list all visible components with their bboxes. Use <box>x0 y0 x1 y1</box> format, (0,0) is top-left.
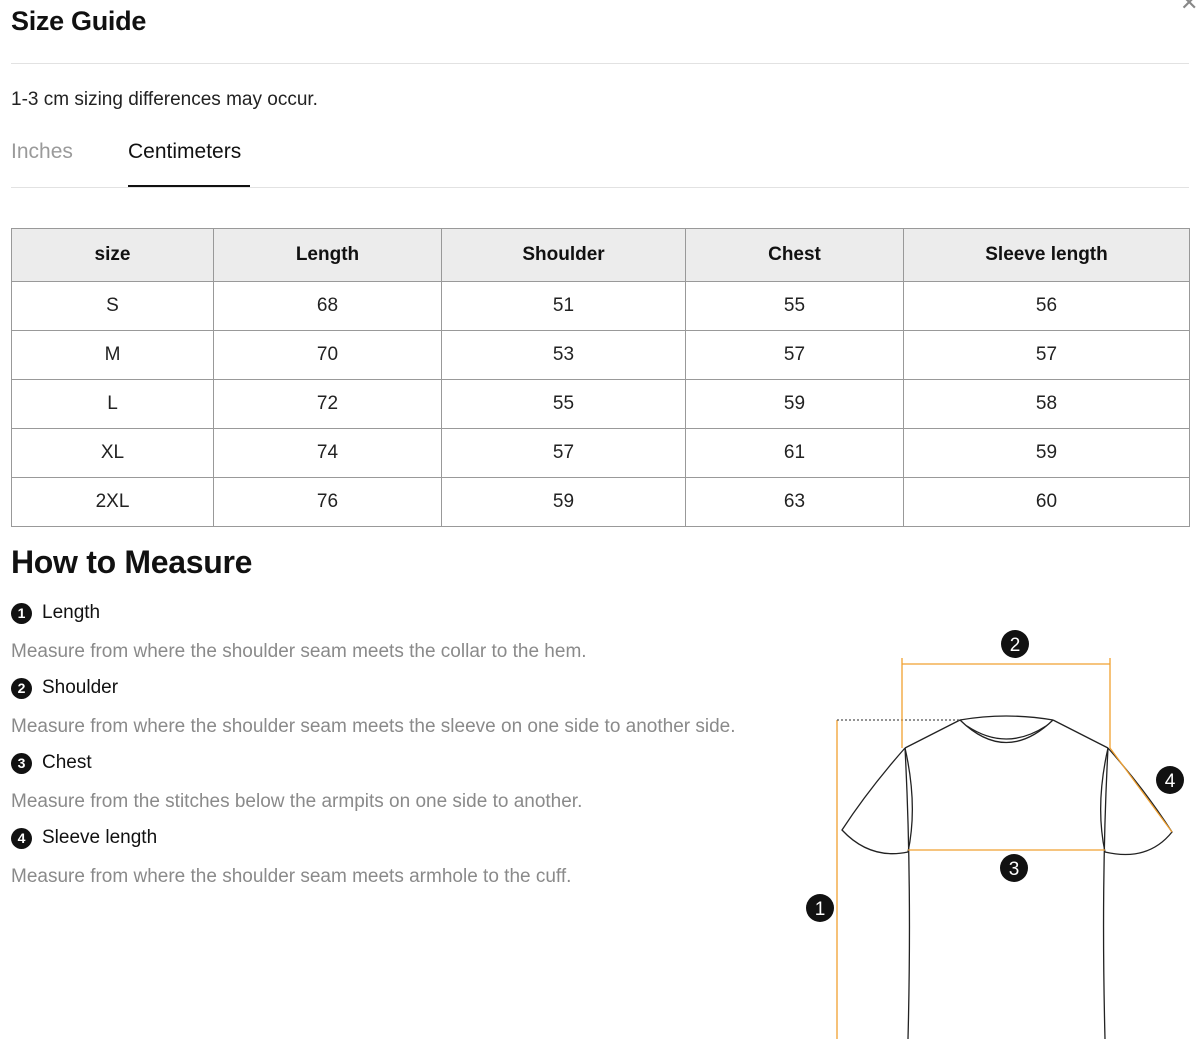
measure-desc: Measure from where the shoulder seam mee… <box>11 716 736 737</box>
header-divider <box>11 63 1189 64</box>
cell-length: 72 <box>213 379 442 429</box>
number-badge: 3 <box>11 752 32 774</box>
tab-centimeters[interactable]: Centimeters <box>128 140 242 163</box>
tabs-divider <box>11 187 1189 188</box>
col-header-sleeve-length: Sleeve length <box>903 228 1190 282</box>
measure-desc: Measure from where the shoulder seam mee… <box>11 641 587 662</box>
cell-sleeve-length: 57 <box>903 330 1190 380</box>
active-tab-indicator <box>128 185 250 188</box>
col-header-size: size <box>11 228 214 282</box>
measure-label: Sleeve length <box>42 827 158 848</box>
cell-chest: 63 <box>685 477 904 527</box>
sizing-note: 1-3 cm sizing differences may occur. <box>11 89 318 110</box>
number-badge: 4 <box>11 827 32 849</box>
cell-size: S <box>11 281 214 331</box>
number-badge: 2 <box>11 677 32 699</box>
measure-label: Length <box>42 602 101 623</box>
cell-size: 2XL <box>11 477 214 527</box>
marker-3: 3 <box>1000 854 1028 882</box>
measure-desc: Measure from where the shoulder seam mee… <box>11 866 572 887</box>
col-header-shoulder: Shoulder <box>441 228 686 282</box>
measure-desc: Measure from the stitches below the armp… <box>11 791 583 812</box>
cell-shoulder: 53 <box>441 330 686 380</box>
col-header-chest: Chest <box>685 228 904 282</box>
measure-label: Shoulder <box>42 677 119 698</box>
size-table: size Length Shoulder Chest Sleeve length… <box>11 228 1190 527</box>
cell-length: 68 <box>213 281 442 331</box>
cell-sleeve-length: 60 <box>903 477 1190 527</box>
table-row: 2XL 76 59 63 60 <box>11 477 1190 527</box>
measure-item-shoulder: 2 Shoulder <box>11 677 118 699</box>
table-row: M 70 53 57 57 <box>11 330 1190 380</box>
cell-sleeve-length: 59 <box>903 428 1190 478</box>
cell-shoulder: 55 <box>441 379 686 429</box>
measure-lines <box>836 658 1173 1039</box>
cell-sleeve-length: 56 <box>903 281 1190 331</box>
tshirt-diagram: 1 2 3 4 <box>806 630 1184 1039</box>
marker-1-label: 1 <box>815 899 826 920</box>
cell-chest: 59 <box>685 379 904 429</box>
close-icon[interactable]: ✕ <box>1180 0 1199 15</box>
cell-size: M <box>11 330 214 380</box>
marker-4-label: 4 <box>1165 771 1176 792</box>
table-header-row: size Length Shoulder Chest Sleeve length <box>11 228 1190 282</box>
cell-length: 74 <box>213 428 442 478</box>
cell-shoulder: 59 <box>441 477 686 527</box>
table-row: S 68 51 55 56 <box>11 281 1190 331</box>
table-row: L 72 55 59 58 <box>11 379 1190 429</box>
cell-chest: 61 <box>685 428 904 478</box>
marker-3-label: 3 <box>1009 859 1020 880</box>
cell-shoulder: 51 <box>441 281 686 331</box>
marker-1: 1 <box>806 894 834 922</box>
cell-sleeve-length: 58 <box>903 379 1190 429</box>
measure-item-sleeve-length: 4 Sleeve length <box>11 827 157 849</box>
marker-2-label: 2 <box>1010 635 1021 656</box>
col-header-length: Length <box>213 228 442 282</box>
marker-4: 4 <box>1156 766 1184 794</box>
number-badge: 1 <box>11 602 32 624</box>
measure-item-length: 1 Length <box>11 602 100 624</box>
measure-label: Chest <box>42 752 92 773</box>
cell-size: L <box>11 379 214 429</box>
marker-2: 2 <box>1001 630 1029 658</box>
cell-length: 70 <box>213 330 442 380</box>
cell-chest: 55 <box>685 281 904 331</box>
page-title: Size Guide <box>11 6 147 36</box>
measure-item-chest: 3 Chest <box>11 752 92 774</box>
cell-chest: 57 <box>685 330 904 380</box>
table-row: XL 74 57 61 59 <box>11 428 1190 478</box>
cell-length: 76 <box>213 477 442 527</box>
cell-shoulder: 57 <box>441 428 686 478</box>
how-to-measure-title: How to Measure <box>11 544 253 580</box>
cell-size: XL <box>11 428 214 478</box>
tab-inches[interactable]: Inches <box>11 140 73 163</box>
